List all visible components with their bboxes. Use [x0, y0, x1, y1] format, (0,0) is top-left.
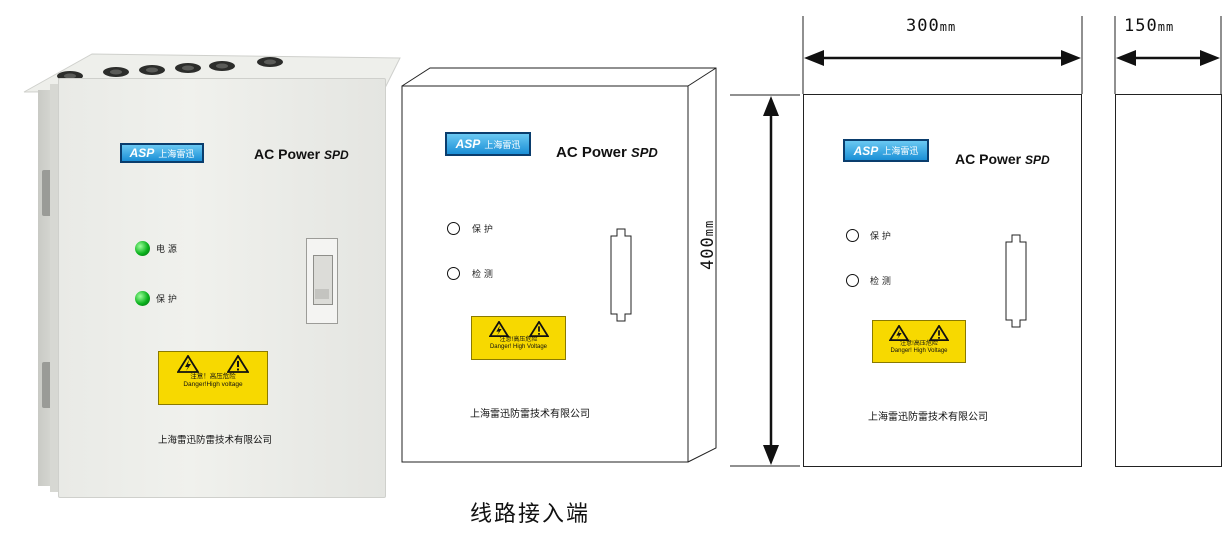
drawing1-warning-en: Danger! High Voltage: [489, 344, 548, 350]
drawing2-warning-label: 注意!高压危险 Danger! High Voltage: [872, 320, 966, 363]
photo-product-title: AC Power SPD: [254, 146, 349, 162]
drawing3-side-outline: [1115, 94, 1222, 467]
drawing2-detect-label: 检 测: [870, 277, 891, 287]
high-voltage-warning-icon: [177, 355, 199, 373]
drawing1-warning-label: 注意!高压危险 Danger! High Voltage: [471, 316, 566, 360]
photo-warning-label: 注意！高压危险 Danger!High voltage: [158, 351, 268, 405]
drawing1-protect-led-icon: [447, 222, 460, 235]
drawing1-logo-asp: ASP: [455, 137, 481, 151]
drawing2-high-voltage-icon: [889, 325, 909, 341]
drawing1-high-voltage-icon: [488, 321, 509, 337]
drawing2-general-warning-icon: [929, 325, 949, 341]
drawing2-company-name: 上海雷迅防雷技术有限公司: [868, 412, 988, 423]
drawing1-protect-label: 保 护: [472, 225, 493, 235]
drawing1-product-title: AC Power SPD: [556, 144, 658, 161]
drawing2-protect-led-icon: [846, 229, 859, 242]
protect-led-icon: [135, 291, 150, 306]
logo-company-text: 上海雷迅: [158, 149, 195, 160]
power-led-icon: [135, 241, 150, 256]
hinge-top: [42, 170, 52, 216]
photo-logo: ASP 上海雷迅: [120, 143, 204, 163]
caption-line-entry: 线路接入端: [470, 502, 591, 527]
drawing2-product-title: AC Power SPD: [955, 151, 1050, 167]
drawing1-company-name: 上海雷迅防雷技术有限公司: [470, 409, 590, 420]
drawing1-logo: ASP 上海雷迅: [445, 132, 531, 156]
drawing2-handle-icon: [1005, 234, 1027, 328]
drawing2-warning-en: Danger! High Voltage: [890, 348, 948, 354]
drawing1-detect-led-icon: [447, 267, 460, 280]
drawing2-warning-cn: 注意!高压危险: [900, 341, 938, 347]
drawing1-logo-company: 上海雷迅: [484, 140, 521, 151]
protect-indicator-label: 保 护: [156, 295, 177, 305]
drawing2-logo-company: 上海雷迅: [882, 147, 919, 157]
hinge-bottom: [42, 362, 52, 408]
drawing2-logo: ASP 上海雷迅: [843, 139, 929, 162]
height-dimension-label: 400mm: [698, 219, 718, 270]
warning-text-en: Danger!High voltage: [183, 381, 243, 388]
general-warning-icon: [227, 355, 249, 373]
breaker-switch[interactable]: [306, 238, 338, 324]
drawing2-protect-label: 保 护: [870, 232, 891, 242]
drawing2-detect-led-icon: [846, 274, 859, 287]
photo-company-name: 上海雷迅防雷技术有限公司: [158, 435, 273, 446]
logo-asp-text: ASP: [129, 146, 155, 160]
drawing1-detect-label: 检 测: [472, 270, 493, 280]
power-indicator-label: 电 源: [156, 245, 177, 255]
width-dimension-label: 300mm: [906, 16, 957, 36]
drawing1-handle-icon: [610, 228, 632, 322]
drawing1-warning-cn: 注意!高压危险: [499, 337, 538, 343]
depth-dimension-label: 150mm: [1124, 16, 1175, 36]
drawing2-logo-asp: ASP: [853, 143, 879, 158]
drawing1-general-warning-icon: [528, 321, 549, 337]
warning-text-cn: 注意！高压危险: [190, 373, 236, 380]
